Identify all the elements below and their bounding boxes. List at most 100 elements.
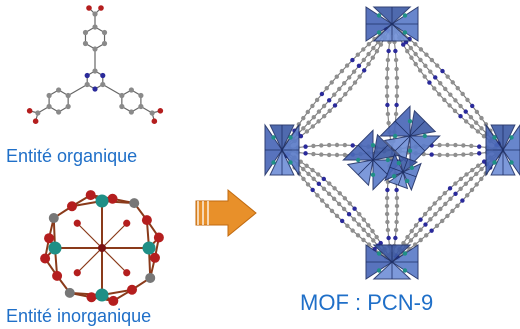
- carbon-atom: [326, 142, 332, 148]
- carbon-atom: [342, 196, 348, 201]
- carbon-atom: [350, 228, 355, 233]
- metal-atom: [288, 160, 293, 165]
- carbon-atom: [461, 143, 466, 148]
- carbon-atom: [405, 49, 410, 54]
- metal-cluster-bottom: [365, 244, 419, 280]
- nitrogen-atom: [321, 176, 327, 182]
- carbon-atom: [413, 51, 418, 57]
- carbon-atom: [329, 80, 334, 85]
- carbon-atom: [437, 142, 442, 148]
- carbon-atom: [463, 119, 469, 124]
- metal-atom: [402, 13, 408, 18]
- carbon-atom: [453, 98, 458, 103]
- nitrogen-atom: [447, 186, 453, 191]
- organic-ligand-molecule: [26, 5, 164, 124]
- carbon-atom: [393, 57, 399, 63]
- carbon-atom: [445, 213, 450, 219]
- metal-atom: [409, 165, 415, 171]
- carbon-atom: [474, 109, 480, 115]
- carbon-atom: [408, 45, 414, 51]
- oxygen-atom: [107, 193, 118, 204]
- metal-atom: [404, 178, 410, 184]
- nitrogen-atom: [477, 144, 482, 149]
- nitrogen-atom: [386, 48, 391, 54]
- carbon-atom: [378, 42, 384, 47]
- nitrogen-atom: [303, 144, 308, 149]
- carbon-atom: [332, 92, 337, 97]
- oxygen-atom: [98, 5, 104, 11]
- carbon-atom: [361, 57, 366, 63]
- oxygen-atom: [26, 108, 33, 114]
- carbon-atom: [334, 152, 340, 158]
- mof-pcn9-structure: [264, 6, 520, 280]
- carbon-atom: [370, 55, 376, 60]
- oxygen-atom: [86, 5, 92, 11]
- metal-atom: [402, 251, 408, 256]
- carbon-atom: [332, 186, 337, 191]
- nitrogen-atom: [427, 80, 432, 85]
- carbon-atom: [394, 84, 400, 90]
- metal-atom: [402, 30, 408, 35]
- carbon-atom: [445, 74, 450, 79]
- linker-bond: [67, 83, 88, 97]
- carbon-atom: [334, 74, 339, 79]
- carbon-atom: [65, 103, 71, 110]
- oxygen-atom: [153, 232, 164, 243]
- carbon-atom: [355, 52, 361, 57]
- metal-atom: [391, 173, 397, 179]
- carbon-atom: [394, 75, 400, 81]
- carbon-atom: [465, 97, 470, 103]
- oxygen-atom: [32, 118, 39, 124]
- carbon-atom: [418, 237, 423, 243]
- carbon-atom: [324, 85, 329, 91]
- carbon-atom: [401, 240, 406, 246]
- carbon-atom: [361, 47, 366, 52]
- carbon-atom: [385, 219, 390, 225]
- carbon-atom: [48, 213, 59, 224]
- carbon-atom: [470, 167, 475, 173]
- carbon-atom: [101, 29, 108, 36]
- oxygen-atom: [149, 252, 160, 263]
- carbon-atom: [394, 219, 399, 225]
- carbon-atom: [327, 181, 332, 186]
- carbon-atom: [371, 45, 376, 51]
- carbon-atom: [46, 103, 52, 110]
- carbon-atom: [319, 152, 324, 157]
- carbon-atom: [345, 223, 350, 229]
- nitrogen-atom: [385, 187, 390, 193]
- carbon-atom: [342, 152, 348, 158]
- carbon-atom: [447, 103, 452, 108]
- carbon-atom: [418, 227, 423, 232]
- oxygen-atom: [73, 219, 81, 227]
- carbon-atom: [361, 217, 367, 222]
- carbon-atom: [319, 198, 325, 203]
- carbon-atom: [366, 232, 371, 238]
- carbon-atom: [481, 134, 487, 139]
- carbon-atom: [311, 115, 316, 120]
- carbon-atom: [305, 109, 311, 115]
- oxygen-atom: [123, 269, 131, 277]
- carbon-atom: [443, 86, 448, 92]
- carbon-atom: [331, 196, 337, 202]
- metal-atom: [376, 13, 382, 18]
- carbon-atom: [469, 151, 474, 157]
- carbon-atom: [65, 92, 71, 99]
- carbon-atom: [458, 103, 463, 109]
- carbon-atom: [474, 182, 479, 187]
- carbon-atom: [361, 227, 366, 232]
- carbon-atom: [339, 68, 345, 74]
- carbon-atom: [35, 110, 41, 116]
- carbon-atom: [429, 57, 435, 63]
- carbon-atom: [149, 110, 155, 116]
- cluster-bond: [76, 247, 103, 274]
- carbon-atom: [92, 11, 98, 17]
- cluster-bond: [101, 222, 128, 249]
- carbon-atom: [438, 206, 443, 212]
- carbon-atom: [418, 47, 424, 52]
- metal-atom: [376, 30, 382, 35]
- carbon-atom: [469, 187, 475, 193]
- carbon-atom: [374, 234, 379, 240]
- nitrogen-atom: [352, 206, 357, 211]
- oxygen-atom: [108, 295, 119, 306]
- carbon-atom: [310, 103, 315, 109]
